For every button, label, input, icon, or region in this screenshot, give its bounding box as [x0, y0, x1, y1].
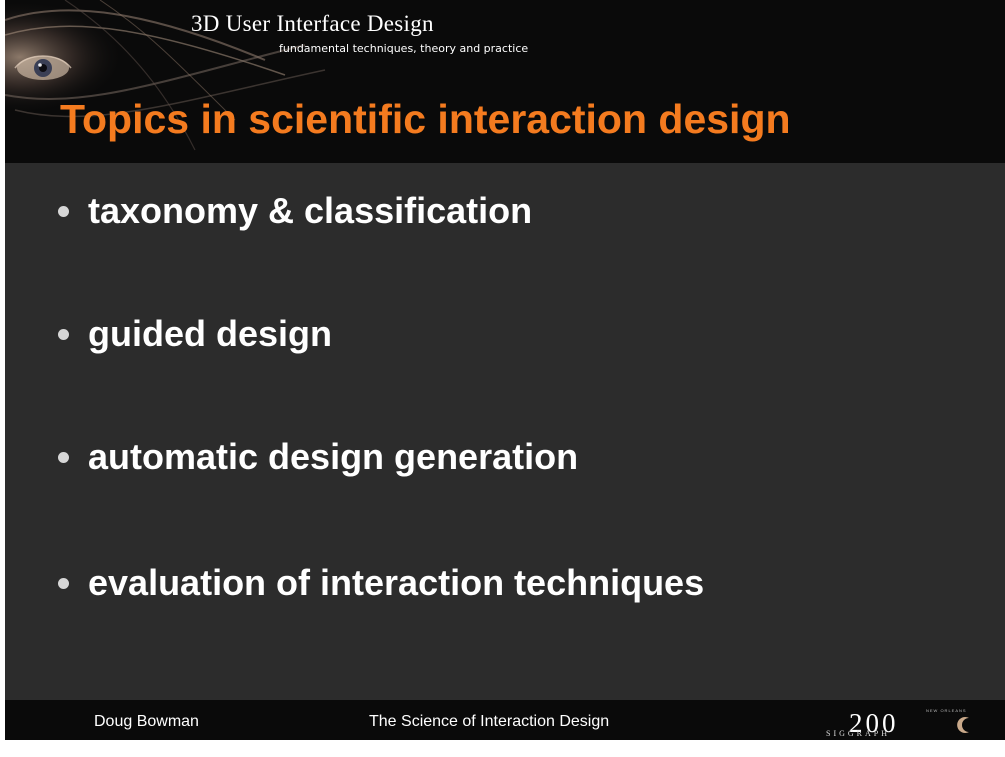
bullet-text: guided design — [88, 313, 333, 354]
slide: 3D User Interface Design fundamental tec… — [5, 0, 1005, 740]
bullet-dot-icon — [58, 329, 69, 340]
header-band: 3D User Interface Design fundamental tec… — [5, 0, 1005, 163]
siggraph-logo: NEW ORLEANS 200 SIGGRAPH — [826, 708, 996, 740]
bullet-dot-icon — [58, 452, 69, 463]
footer-band: Doug Bowman The Science of Interaction D… — [5, 700, 1005, 740]
crescent-moon-icon — [957, 717, 969, 733]
eye-artwork-icon — [5, 0, 326, 163]
course-subtitle: fundamental techniques, theory and pract… — [279, 42, 529, 55]
footer-talk-title: The Science of Interaction Design — [369, 713, 610, 730]
bullet-dot-icon — [58, 206, 69, 217]
logo-year: 200 — [849, 708, 899, 738]
logo-word: SIGGRAPH — [826, 729, 891, 738]
logo-city: NEW ORLEANS — [926, 708, 967, 713]
bullet-text: automatic design generation — [88, 436, 579, 477]
bullet-text: taxonomy & classification — [88, 190, 533, 231]
footer-author: Doug Bowman — [94, 713, 199, 730]
course-title: 3D User Interface Design — [191, 11, 434, 36]
slide-title: Topics in scientific interaction design — [60, 96, 791, 142]
footer-page-number: 3 — [510, 738, 524, 740]
bullet-list: taxonomy & classification guided design … — [5, 0, 1005, 700]
bullet-dot-icon — [58, 578, 69, 589]
bullet-text: evaluation of interaction techniques — [88, 562, 705, 603]
